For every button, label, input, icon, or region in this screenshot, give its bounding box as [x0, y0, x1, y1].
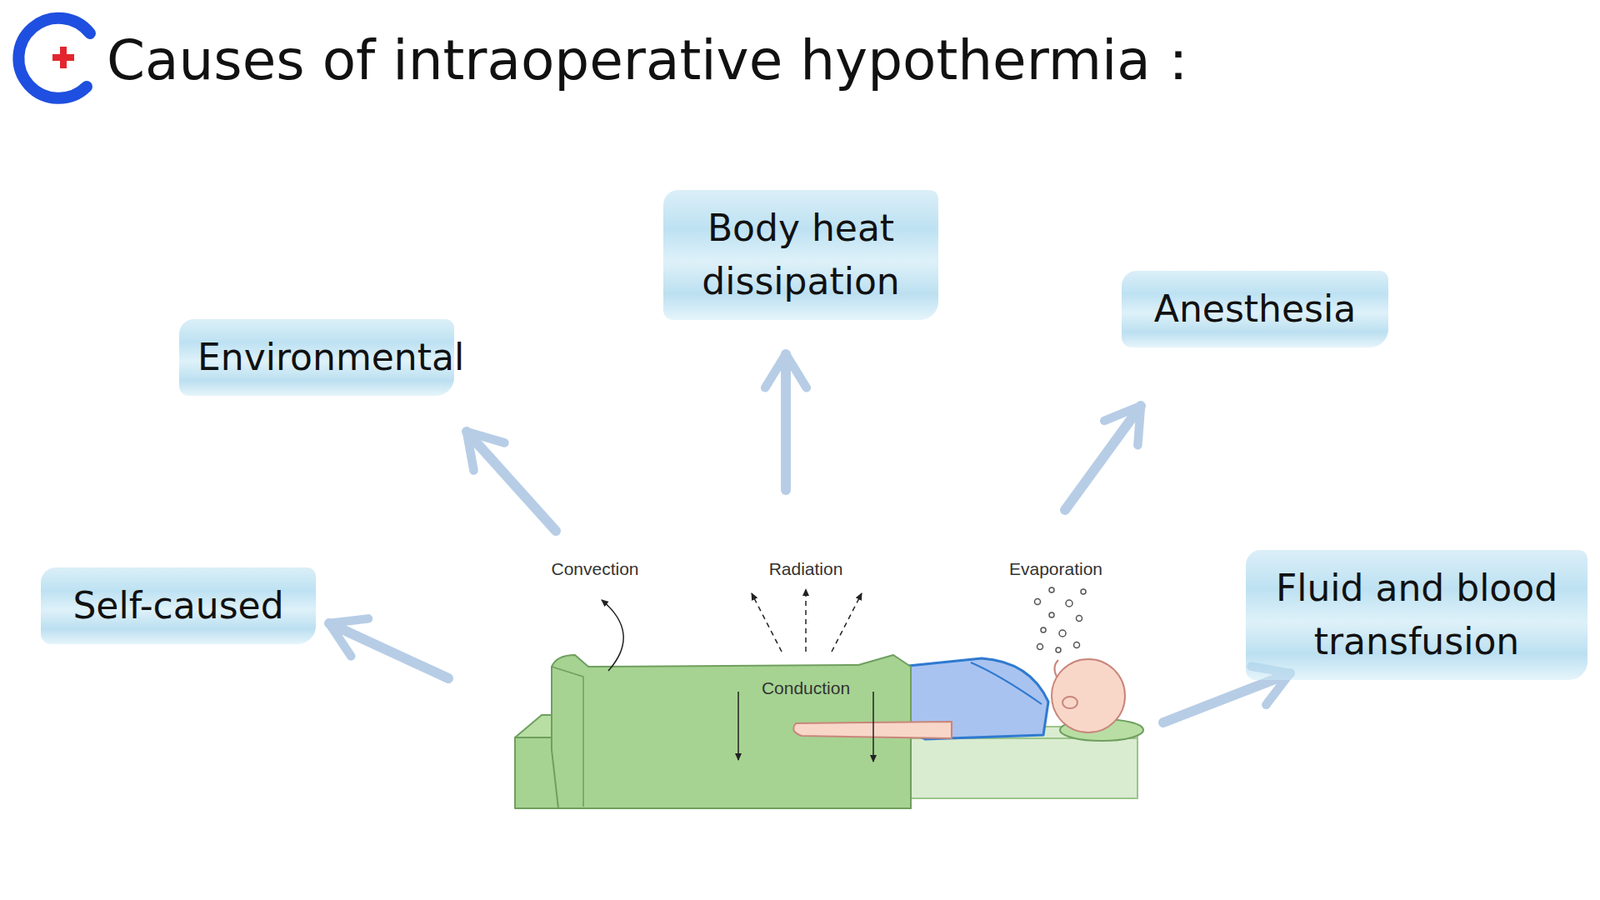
cause-label: Anesthesia: [1140, 282, 1370, 336]
heat-loss-label: Conduction: [761, 678, 850, 699]
cause-box: Anesthesia: [1121, 270, 1389, 348]
cause-box: Fluid and blood transfusion: [1245, 550, 1588, 680]
heat-loss-label: Evaporation: [1009, 559, 1103, 580]
heat-loss-label: Convection: [550, 559, 639, 580]
patient-figure: [515, 587, 1144, 809]
cause-label: Fluid and blood transfusion: [1264, 561, 1570, 669]
cause-box: Environmental: [179, 319, 455, 396]
cause-label: Body heat dissipation: [681, 201, 920, 309]
heat-loss-label: Radiation: [769, 559, 844, 580]
cause-box: Body heat dissipation: [663, 190, 939, 320]
diagram-title: Causes of intraoperative hypothermia：: [106, 23, 1206, 99]
logo: [15, 16, 95, 99]
cause-box: Self-caused: [40, 567, 316, 645]
cause-label: Self-caused: [59, 579, 298, 633]
cause-label: Environmental: [197, 330, 436, 385]
